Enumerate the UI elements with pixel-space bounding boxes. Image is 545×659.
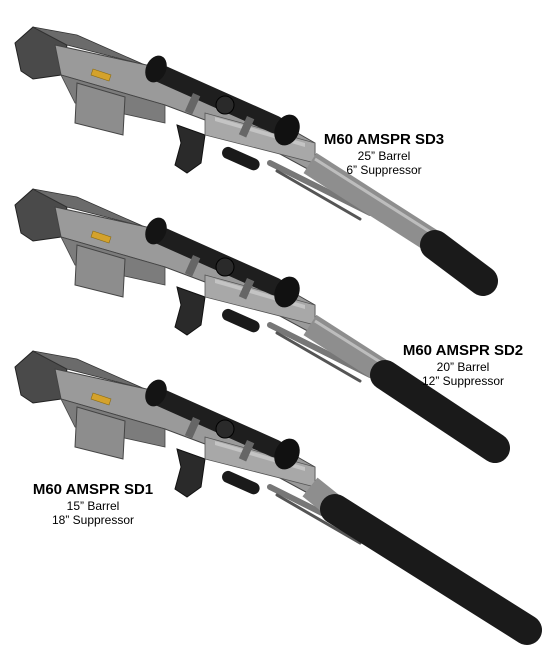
rifle-sd2-suppressor: 12” Suppressor — [421, 374, 505, 388]
rifle-sd2-barrel: 20” Barrel — [436, 360, 490, 374]
rifle-sd2-title: M60 AMSPR SD2 — [402, 342, 524, 359]
rifle-sd1-suppressor: 18” Suppressor — [51, 513, 135, 527]
rifle-sd3-image — [15, 27, 498, 296]
rifle-sd3-caption: M60 AMSPR SD3 25” Barrel 6” Suppressor — [322, 131, 446, 177]
rifle-sd2-image — [15, 189, 510, 463]
rifle-sd2-caption: M60 AMSPR SD2 20” Barrel 12” Suppressor — [398, 342, 528, 388]
rifle-sd1-image — [15, 351, 542, 645]
rifle-sd3-title: M60 AMSPR SD3 — [323, 131, 445, 148]
rifle-sd1-title: M60 AMSPR SD1 — [32, 481, 154, 498]
rifle-sd1-barrel: 15” Barrel — [66, 499, 120, 513]
rifle-sd3-suppressor: 6” Suppressor — [346, 163, 422, 177]
rifle-sd3-barrel: 25” Barrel — [357, 149, 411, 163]
rifle-sd1-caption: M60 AMSPR SD1 15” Barrel 18” Suppressor — [28, 481, 158, 527]
